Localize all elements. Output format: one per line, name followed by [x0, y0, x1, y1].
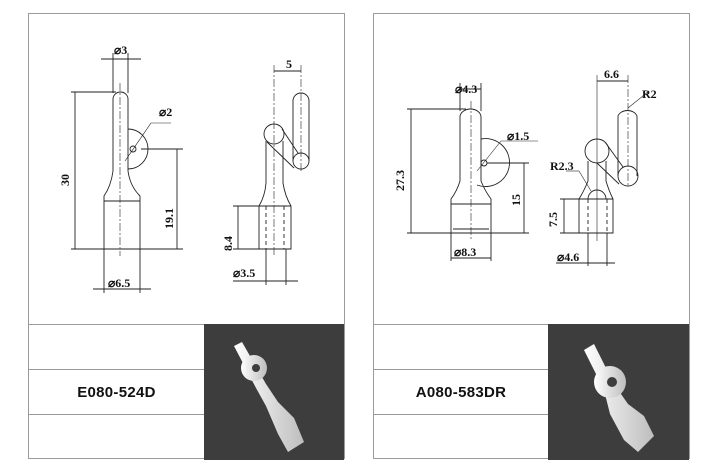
dim-tip-radius: R2 — [642, 87, 657, 101]
info-table: E080-524D — [29, 324, 204, 461]
technical-drawing: ⌀4.3 ⌀1.5 27.3 15 ⌀8.3 6.6 R2 R2.3 7.5 ⌀… — [393, 67, 657, 266]
info-row-empty — [29, 325, 204, 370]
dim-hole-height: 19.1 — [162, 208, 176, 229]
part-3d-image — [584, 344, 654, 452]
part-code: A080-583DR — [415, 383, 507, 401]
part-card-a080-583dr: ⌀4.3 ⌀1.5 27.3 15 ⌀8.3 6.6 R2 R2.3 7.5 ⌀… — [373, 13, 690, 461]
info-table: A080-583DR — [374, 324, 548, 461]
dim-base-height: 8.4 — [221, 236, 235, 251]
dim-base-diameter: ⌀6.5 — [108, 276, 130, 290]
part-3d-render — [204, 324, 344, 460]
dim-bore-diameter: ⌀4.6 — [557, 250, 579, 264]
dim-hole-height: 15 — [509, 194, 523, 206]
info-row-empty — [374, 325, 548, 370]
info-row-code: E080-524D — [29, 370, 204, 415]
info-row-empty — [29, 415, 204, 460]
part-code: E080-524D — [77, 383, 156, 401]
part-card-e080-524d: ⌀3 ⌀2 30 19.1 ⌀6.5 5 8.4 ⌀3.5 E080-524D — [28, 13, 345, 461]
dim-height: 30 — [58, 174, 72, 186]
info-row-code: A080-583DR — [374, 370, 548, 415]
part-3d-image — [234, 342, 304, 452]
dim-stem-diameter: ⌀4.3 — [455, 82, 477, 96]
dim-offset: 5 — [286, 57, 292, 71]
dim-neck-radius: R2.3 — [550, 159, 574, 173]
dim-bore-diameter: ⌀3.5 — [233, 266, 255, 280]
dim-height: 27.3 — [393, 170, 407, 191]
dim-stem-diameter: ⌀3 — [114, 43, 127, 57]
dim-offset: 6.6 — [604, 67, 619, 81]
dim-hole-diameter: ⌀2 — [159, 105, 172, 119]
info-row-empty — [374, 415, 548, 460]
dim-hole-diameter: ⌀1.5 — [507, 129, 529, 143]
part-3d-render — [548, 324, 689, 460]
technical-drawing: ⌀3 ⌀2 30 19.1 ⌀6.5 5 8.4 ⌀3.5 — [58, 43, 310, 293]
dim-base-diameter: ⌀8.3 — [454, 245, 476, 259]
dim-base-height: 7.5 — [546, 212, 560, 227]
